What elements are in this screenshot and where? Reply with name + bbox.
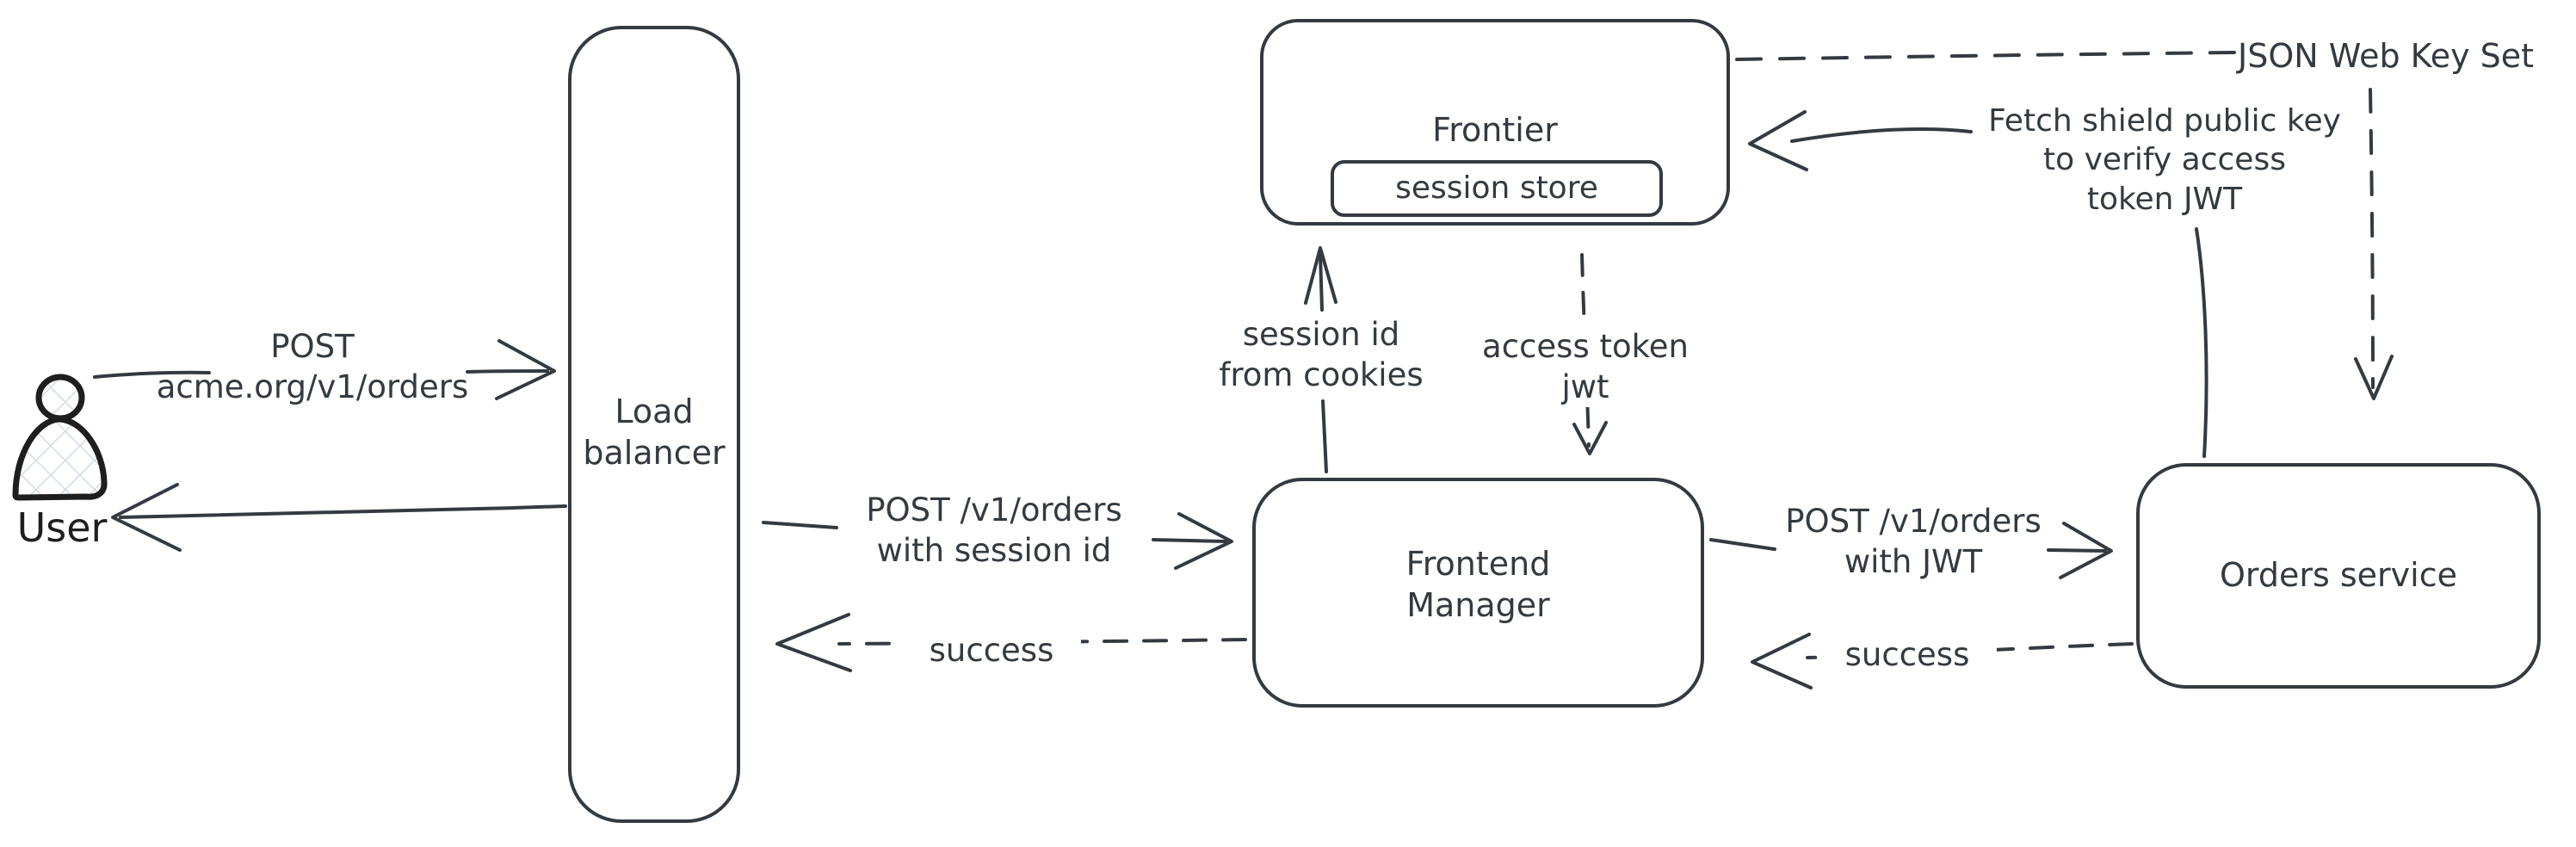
frontend-manager-label: Frontend Manager <box>1405 545 1551 624</box>
node-frontend-manager <box>1252 478 1704 708</box>
jwks-label: JSON Web Key Set <box>2238 37 2535 75</box>
edge-label-post-with-jwt: POST /v1/orders with JWT <box>1785 503 2042 580</box>
edge-label-post-acme-orders: POST acme.org/v1/orders <box>156 328 469 405</box>
edge-label-fetch-public-key: Fetch shield public key to verify access… <box>1988 103 2341 217</box>
node-load-balancer <box>568 26 740 823</box>
frontier-label: Frontier <box>1432 111 1558 149</box>
load-balancer-label: Load balancer <box>583 393 726 472</box>
edge-label-success-left: success <box>902 631 1081 671</box>
edge-label-access-token-jwt: access token jwt <box>1473 327 1697 408</box>
edge-label-success-right: success <box>1818 635 1997 676</box>
node-orders-service <box>2136 463 2541 689</box>
edge-frontier-to-jwks <box>1735 51 2237 61</box>
user-label: User <box>16 504 108 551</box>
edge-lb-to-user <box>111 483 567 552</box>
orders-service-label: Orders service <box>2220 556 2457 594</box>
edge-label-post-with-session-id: POST /v1/orders with session id <box>866 492 1122 569</box>
user-person-icon <box>12 374 108 501</box>
edge-label-session-id-cookies: session id from cookies <box>1209 315 1433 396</box>
session-store-label: session store <box>1395 170 1598 207</box>
node-session-store: session store <box>1331 160 1663 217</box>
